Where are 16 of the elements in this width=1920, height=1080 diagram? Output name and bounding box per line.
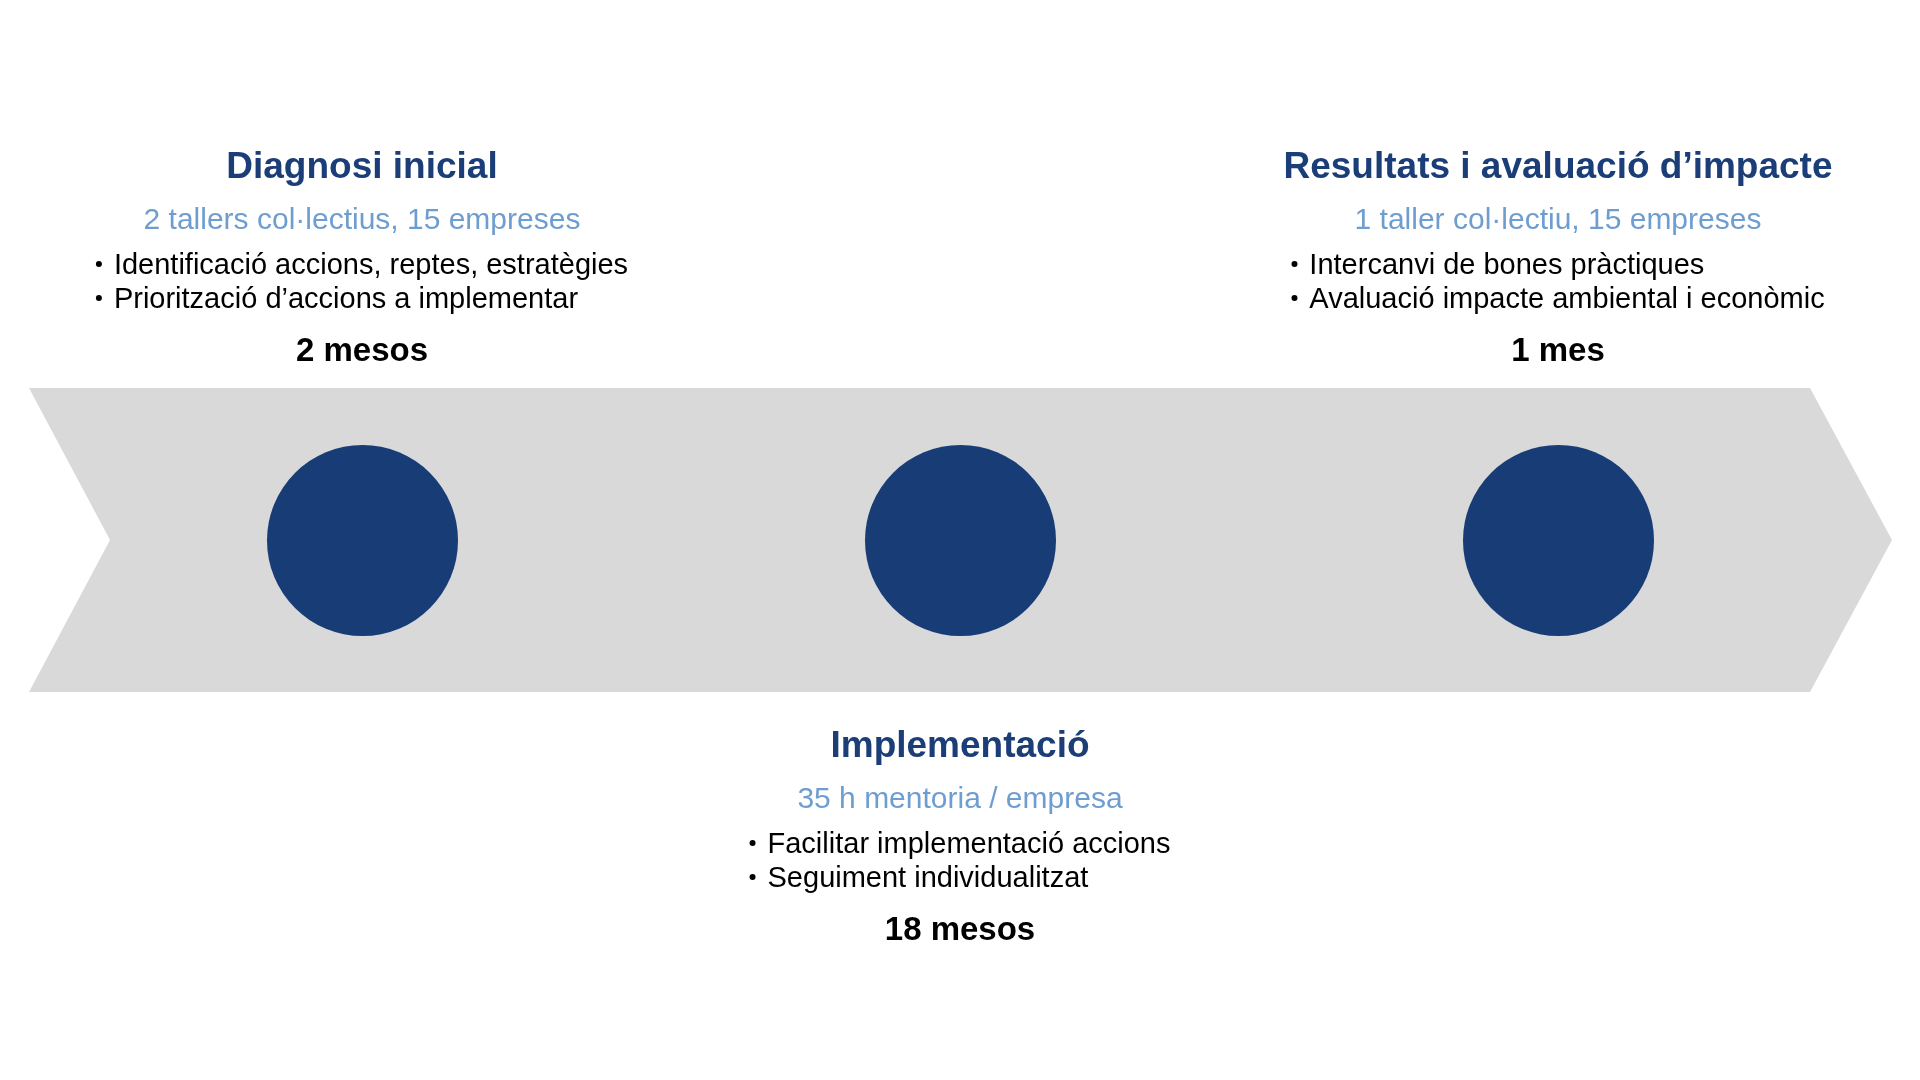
phase-title: Diagnosi inicial [226,144,498,188]
bullet-text: Priorització d’accions a implementar [113,281,579,315]
bullet-text: Facilitar implementació accions [767,826,1171,860]
duration-label: 1 mes [1511,330,1605,370]
chevron-band [29,388,1892,692]
phase-title: Implementació [830,723,1090,767]
phase-title: Resultats i avaluació d’impacte [1283,144,1833,188]
bullet-text: Seguiment individualitzat [767,860,1089,894]
duration-label: 2 mesos [295,330,429,370]
phase-subtitle: 1 taller col·lectiu, 15 empreses [1354,201,1762,237]
duration-label: 18 mesos [884,909,1036,949]
phase-subtitle: 2 tallers col·lectius, 15 empreses [143,201,581,237]
phase-subtitle: 35 h mentoria / empresa [797,780,1123,816]
bullet-text: Avaluació impacte ambiental i econòmic [1309,281,1825,315]
bullet-text: Identificació accions, reptes, estratègies [113,247,629,281]
bullet-text: Intercanvi de bones pràctiques [1309,247,1705,281]
